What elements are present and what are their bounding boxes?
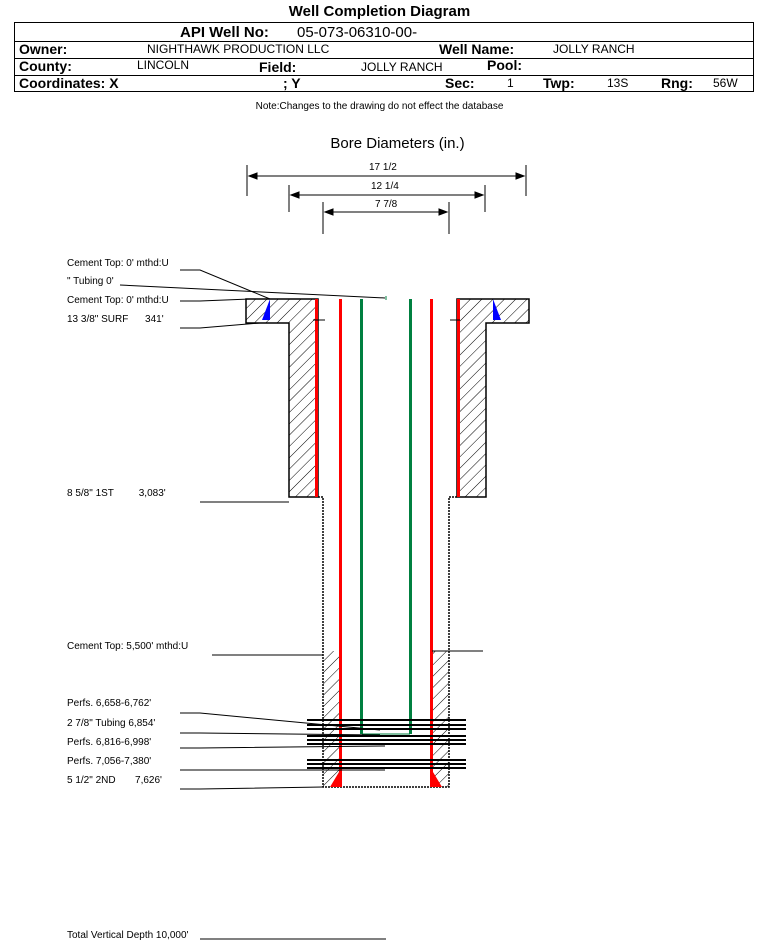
twp-label: Twp:	[543, 75, 575, 91]
cement	[245, 298, 530, 787]
bore-diameter-3: 7 7/8	[375, 199, 398, 210]
sec-label: Sec:	[445, 75, 475, 91]
field-value: JOLLY RANCH	[361, 60, 443, 74]
owner-value: NIGHTHAWK PRODUCTION LLC	[147, 42, 330, 56]
label-cement-top-2: Cement Top: 0' mthd:U	[67, 295, 169, 306]
label-production-casing: 5 1/2" 2ND 7,626'	[67, 775, 162, 786]
leader-lines	[119, 269, 483, 940]
label-perfs-2: Perfs. 6,816-6,998'	[67, 737, 152, 748]
api-label: API Well No:	[180, 24, 269, 41]
field-label: Field:	[259, 59, 297, 75]
bore-diameter-2: 12 1/4	[371, 181, 399, 192]
label-total-depth: Total Vertical Depth 10,000'	[67, 930, 189, 941]
well-name-value: JOLLY RANCH	[553, 42, 635, 56]
tubing	[360, 299, 412, 735]
rng-value: 56W	[713, 76, 738, 90]
dimension-lines	[246, 165, 527, 234]
coord-y-label: ; Y	[283, 75, 301, 91]
production-hole	[318, 496, 457, 788]
county-label: County:	[19, 58, 72, 74]
note: Note:Changes to the drawing do not effec…	[255, 101, 504, 112]
label-tubing: 2 7/8" Tubing 6,854'	[67, 718, 156, 729]
coord-x-label: Coordinates: X	[19, 75, 119, 91]
perforations	[307, 719, 466, 769]
label-perfs-3: Perfs. 7,056-7,380'	[67, 756, 152, 767]
label-tubing-0: " Tubing 0'	[67, 276, 114, 287]
well-name-label: Well Name:	[439, 41, 515, 57]
county-value: LINCOLN	[137, 58, 190, 72]
bore-diameters-title: Bore Diameters (in.)	[330, 135, 465, 152]
label-surface-casing: 13 3/8" SURF 341'	[67, 314, 164, 325]
header-table: API Well No: 05-073-06310-00- Owner: NIG…	[14, 22, 754, 92]
api-value: 05-073-06310-00-	[297, 24, 418, 41]
casing	[315, 299, 460, 787]
label-perfs-1: Perfs. 6,658-6,762'	[67, 698, 152, 709]
twp-value: 13S	[607, 76, 629, 90]
label-cement-top-3: Cement Top: 5,500' mthd:U	[67, 641, 189, 652]
label-intermediate-casing: 8 5/8" 1ST 3,083'	[67, 488, 166, 499]
page-title: Well Completion Diagram	[288, 3, 471, 20]
sec-value: 1	[507, 76, 514, 90]
owner-label: Owner:	[19, 41, 68, 57]
pool-label: Pool:	[487, 57, 522, 73]
label-cement-top-1: Cement Top: 0' mthd:U	[67, 258, 169, 269]
rng-label: Rng:	[661, 75, 693, 91]
bore-diameter-1: 17 1/2	[369, 162, 397, 173]
